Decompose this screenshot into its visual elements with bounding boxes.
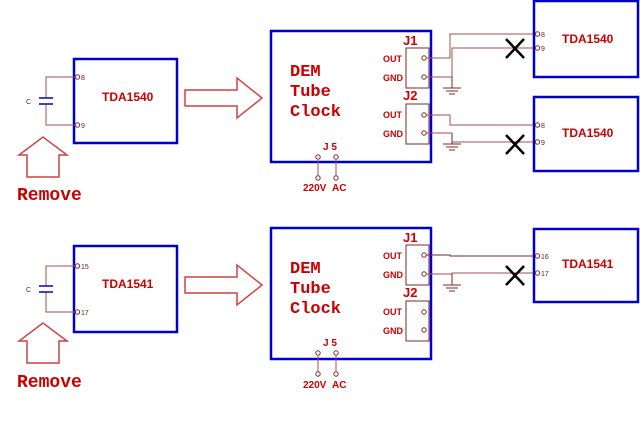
- clock-title-line3: Clock: [290, 103, 341, 122]
- capacitor-label: C: [26, 287, 31, 294]
- target-chip-2: TDA1540 8 9: [532, 95, 640, 173]
- j1-label: J1: [403, 33, 417, 48]
- j2-out-label: OUT: [383, 307, 403, 317]
- j5-label: J 5: [323, 338, 337, 349]
- j1-out-label: OUT: [383, 251, 403, 261]
- source-chip-tda1540: TDA1540 8 9: [72, 57, 179, 145]
- ground-symbol: [443, 87, 461, 95]
- j1-label: J1: [403, 230, 417, 245]
- source-pin-a: 15: [81, 264, 89, 271]
- remove-arrow: [16, 136, 70, 178]
- target-chip-1: TDA1540 8 9: [532, 0, 640, 79]
- target-pin-b: 9: [541, 140, 545, 147]
- clock-title-line2: Tube: [290, 280, 331, 299]
- target-pin-a: 8: [541, 123, 545, 130]
- cut-mark: [505, 38, 525, 59]
- source-chip-label: TDA1540: [102, 90, 154, 104]
- source-chip-tda1541: TDA1541 15 17: [72, 244, 179, 334]
- dem-tube-clock-module: DEM Tube Clock J1 OUT GND J2 OUT GND J 5…: [269, 226, 433, 391]
- decoupling-capacitor: C: [26, 265, 75, 313]
- j2-gnd-label: GND: [383, 129, 404, 139]
- target-pin-b: 17: [541, 271, 549, 278]
- panel-tda1540: TDA1540 8 9 C Remove DEM Tube Clock J1: [16, 0, 640, 206]
- decoupling-capacitor: C: [26, 76, 75, 126]
- panel-tda1541: TDA1541 15 17 C Remove DEM Tube Clock J1: [16, 226, 640, 393]
- target-pin-b: 9: [541, 46, 545, 53]
- remove-arrow: [16, 322, 70, 364]
- remove-label: Remove: [17, 186, 82, 206]
- source-chip-label: TDA1541: [102, 277, 154, 291]
- ac-label: AC: [332, 183, 346, 194]
- source-pin-b: 9: [81, 123, 85, 130]
- clock-title-line3: Clock: [290, 300, 341, 319]
- target-chip-1: TDA1541 16 17: [532, 227, 640, 304]
- v220-label: 220V: [303, 183, 327, 194]
- replace-arrow: [184, 76, 264, 120]
- target-chip-label: TDA1540: [562, 126, 614, 140]
- source-pin-a: 8: [81, 75, 85, 82]
- j2-label: J2: [403, 88, 417, 103]
- target-chip-label: TDA1541: [562, 257, 614, 271]
- j5-label: J 5: [323, 142, 337, 153]
- wire-j1-target: [426, 254, 537, 285]
- j1-out-label: OUT: [383, 54, 403, 64]
- j2-out-label: OUT: [383, 110, 403, 120]
- ground-symbol: [443, 284, 461, 292]
- remove-label: Remove: [17, 373, 82, 393]
- cut-mark: [505, 265, 525, 286]
- target-chip-label: TDA1540: [562, 32, 614, 46]
- wire-j1-target1: [426, 33, 537, 88]
- j1-gnd-label: GND: [383, 270, 404, 280]
- ground-symbol: [443, 143, 461, 151]
- target-pin-a: 16: [541, 254, 549, 261]
- j1-gnd-label: GND: [383, 73, 404, 83]
- ac-label: AC: [332, 380, 346, 391]
- dem-tube-clock-module: DEM Tube Clock J1 OUT GND J2 OUT GND J 5…: [269, 29, 433, 194]
- capacitor-label: C: [26, 99, 31, 106]
- cut-mark: [505, 134, 525, 155]
- clock-title-line1: DEM: [290, 63, 321, 82]
- target-pin-a: 8: [541, 32, 545, 39]
- v220-label: 220V: [303, 380, 327, 391]
- source-pin-b: 17: [81, 310, 89, 317]
- j2-label: J2: [403, 285, 417, 300]
- clock-title-line2: Tube: [290, 83, 331, 102]
- j2-gnd-label: GND: [383, 326, 404, 336]
- clock-title-line1: DEM: [290, 260, 321, 279]
- wire-j2-target2: [426, 114, 537, 144]
- replace-arrow: [184, 263, 264, 307]
